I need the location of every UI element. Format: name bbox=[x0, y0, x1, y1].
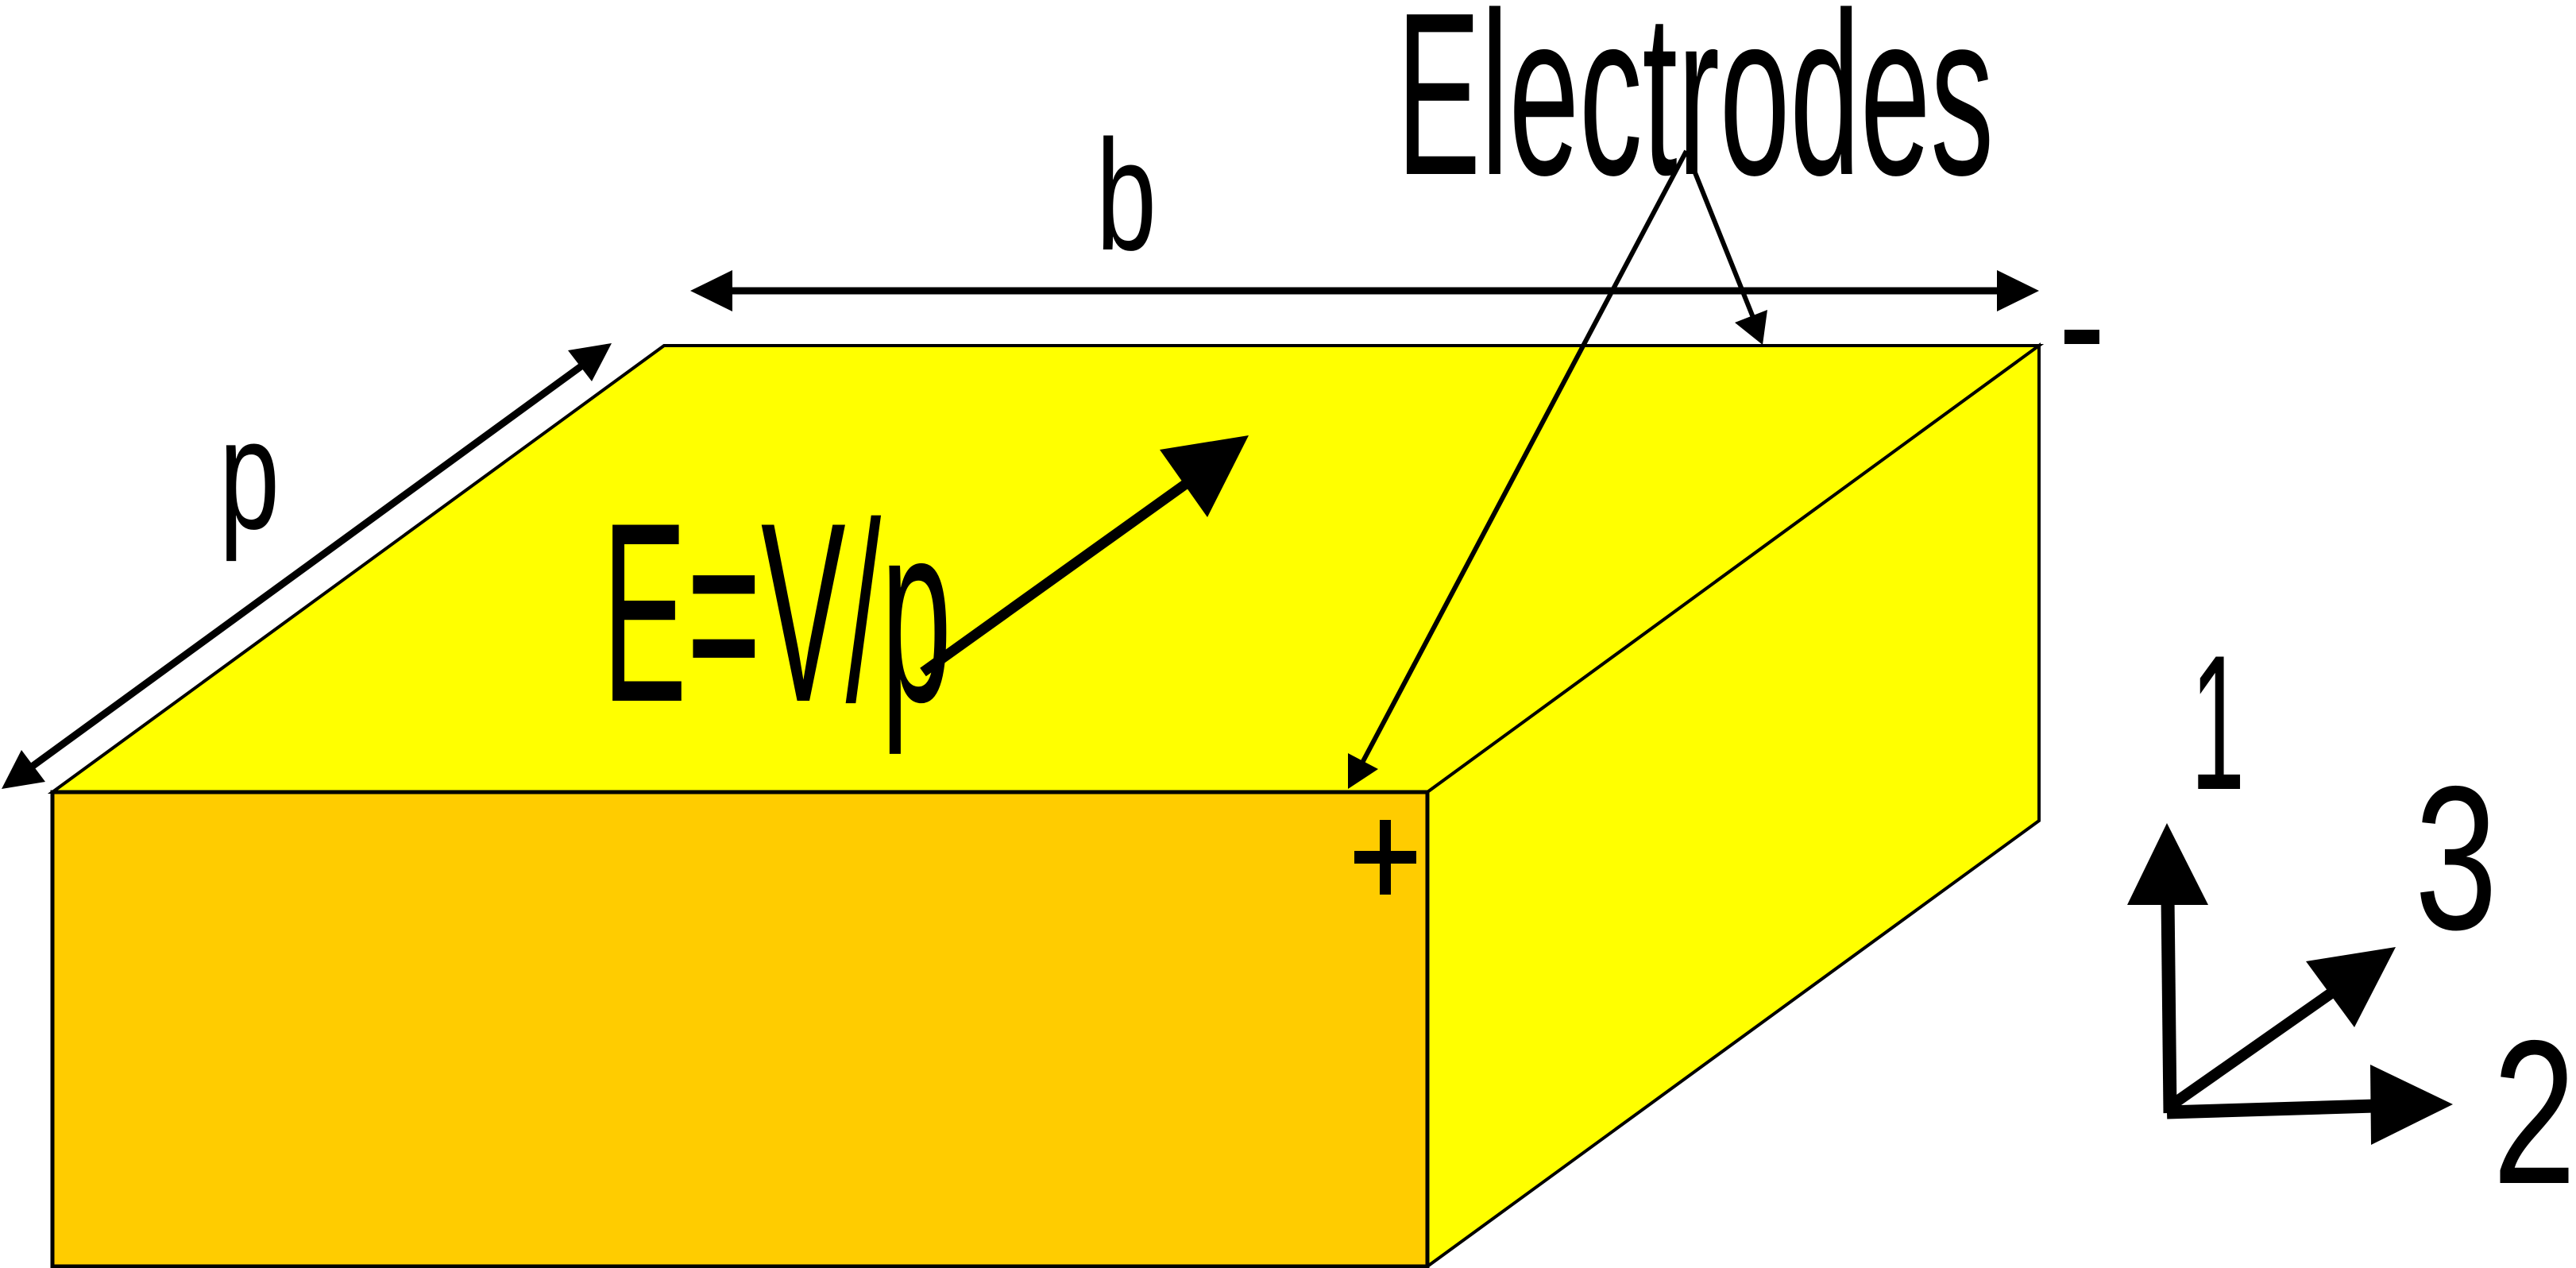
axis-1-arrowhead-icon bbox=[2127, 823, 2208, 905]
arrowhead-right-icon bbox=[1997, 270, 2039, 311]
arrowhead-up-icon bbox=[568, 343, 612, 381]
front-face bbox=[50, 790, 1430, 1268]
negative-terminal bbox=[2064, 330, 2099, 344]
pointer-arrowhead-front-icon bbox=[1348, 753, 1378, 789]
arrowhead-left-icon bbox=[690, 270, 732, 311]
dimension-b-label: b bbox=[1096, 107, 1157, 283]
axis-2-arrowhead-icon bbox=[2370, 1065, 2453, 1145]
coordinate-axes: 1 3 2 bbox=[2127, 616, 2576, 1227]
positive-terminal bbox=[1354, 820, 1416, 895]
dimension-b-arrow bbox=[690, 270, 2039, 311]
axis-1-label: 1 bbox=[2191, 616, 2245, 830]
axis-3-arrowhead-icon bbox=[2306, 947, 2396, 1027]
arrowhead-down-icon bbox=[2, 750, 45, 789]
axis-2-label: 2 bbox=[2493, 997, 2576, 1227]
pointer-arrowhead-back-icon bbox=[1735, 310, 1767, 345]
dimension-p-arrow bbox=[2, 343, 612, 789]
arrowhead-icon bbox=[1160, 435, 1249, 517]
electrodes-label: Electrodes bbox=[1396, 0, 1994, 223]
dimension-p-label: p bbox=[219, 386, 280, 562]
electrode-pointers bbox=[1348, 149, 1767, 789]
piezo-block bbox=[47, 342, 2045, 1268]
field-equation-label: E=V/p bbox=[602, 470, 952, 756]
field-direction-arrow bbox=[920, 435, 1249, 677]
axis-3-label: 3 bbox=[2415, 743, 2497, 972]
